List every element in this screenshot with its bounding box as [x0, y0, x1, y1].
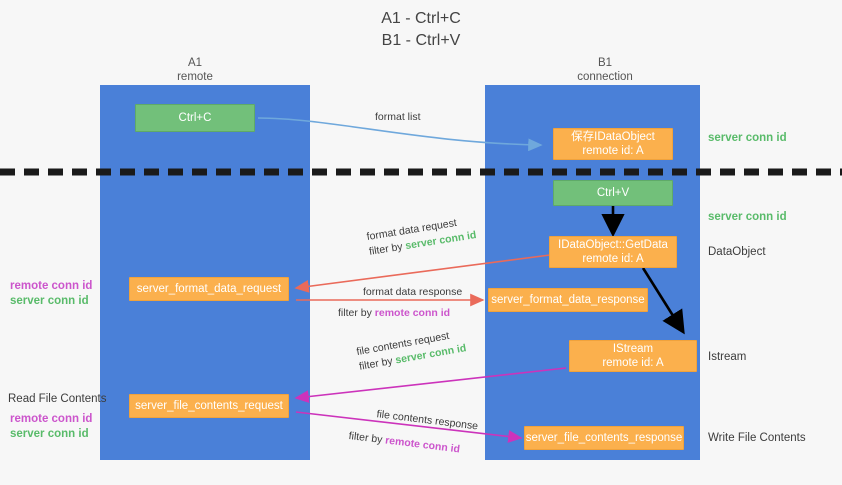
box-server-file-contents-response-label: server_file_contents_response: [525, 432, 683, 444]
annotation-istream: Istream: [708, 351, 747, 363]
box-save-idataobject[interactable]: 保存IDataObject remote id: A: [553, 128, 673, 160]
edge-label-format-data-response-filter: filter by remote conn id: [338, 306, 462, 321]
edge-label-file-contents-response-filter: filter by remote conn id: [348, 429, 476, 459]
box-idataobject-getdata-line2: remote id: A: [582, 253, 644, 265]
annotation-dataobject: DataObject: [708, 246, 766, 258]
column-header-b1-role: connection: [577, 71, 633, 83]
title-line-2: B1 - Ctrl+V: [381, 32, 461, 49]
edge-label-file-contents-response-title: file contents response: [375, 408, 479, 433]
column-header-b1-name: B1: [597, 57, 613, 69]
box-server-format-data-request-label: server_format_data_request: [136, 283, 282, 295]
annotation-server-conn-id-file: server conn id: [10, 428, 89, 440]
column-header-a1: A1 remote: [130, 56, 260, 84]
box-server-file-contents-response[interactable]: server_file_contents_response: [524, 426, 684, 450]
title-line-1: A1 - Ctrl+C: [381, 10, 461, 27]
filter-value: remote conn id: [384, 434, 461, 456]
box-server-format-data-response-label: server_format_data_response: [491, 294, 645, 306]
box-save-idataobject-line2: remote id: A: [582, 145, 644, 157]
filter-prefix: filter by: [338, 307, 375, 319]
annotation-remote-conn-id-format: remote conn id: [10, 280, 93, 292]
annotation-server-conn-id-format: server conn id: [10, 295, 89, 307]
filter-prefix: filter by: [347, 429, 386, 447]
box-save-idataobject-line1: 保存IDataObject: [571, 131, 655, 143]
column-header-a1-name: A1: [187, 57, 203, 69]
annotation-server-conn-id-second: server conn id: [708, 211, 787, 223]
edge-label-format-data-response: format data response filter by remote con…: [338, 285, 463, 321]
edge-label-format-data-response-title: format data response: [363, 286, 463, 298]
column-header-b1: B1 connection: [540, 56, 670, 84]
box-server-file-contents-request-label: server_file_contents_request: [135, 400, 283, 412]
box-istream-line1: IStream: [612, 343, 654, 355]
page-title: A1 - Ctrl+C B1 - Ctrl+V: [0, 8, 842, 52]
box-server-format-data-response[interactable]: server_format_data_response: [488, 288, 648, 312]
box-ctrl-c-label: Ctrl+C: [178, 112, 212, 124]
box-ctrl-v[interactable]: Ctrl+V: [553, 180, 673, 206]
box-istream-line2: remote id: A: [602, 357, 664, 369]
edge-label-format-list: format list: [375, 111, 421, 123]
box-istream[interactable]: IStream remote id: A: [569, 340, 697, 372]
filter-value: remote conn id: [374, 307, 451, 319]
annotation-read-file-contents: Read File Contents: [8, 393, 107, 405]
box-idataobject-getdata-line1: IDataObject::GetData: [558, 239, 668, 251]
annotation-server-conn-id-top: server conn id: [708, 132, 787, 144]
box-server-format-data-request[interactable]: server_format_data_request: [129, 277, 289, 301]
annotation-write-file-contents: Write File Contents: [708, 432, 806, 444]
annotation-remote-conn-id-file: remote conn id: [10, 413, 93, 425]
box-ctrl-v-label: Ctrl+V: [596, 187, 630, 199]
column-header-a1-role: remote: [177, 71, 213, 83]
box-server-file-contents-request[interactable]: server_file_contents_request: [129, 394, 289, 418]
box-ctrl-c[interactable]: Ctrl+C: [135, 104, 255, 132]
